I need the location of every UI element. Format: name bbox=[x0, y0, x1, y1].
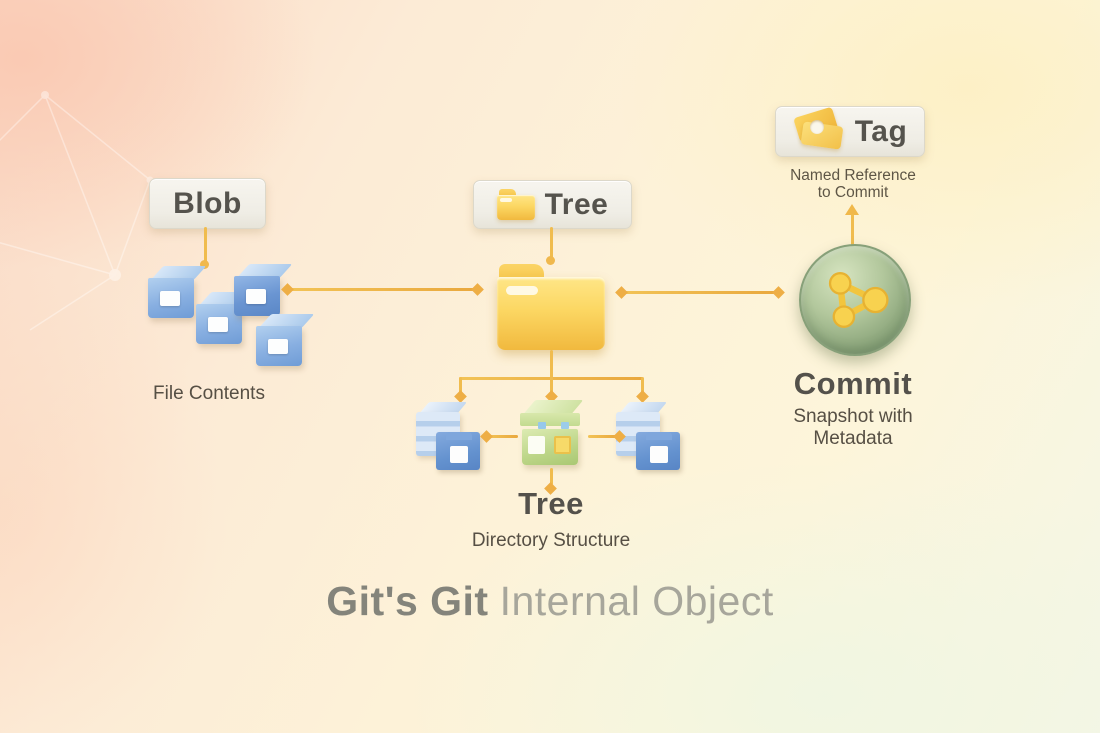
connector-tree-to-commit bbox=[622, 291, 778, 294]
tree-bottom-label: Tree bbox=[518, 486, 584, 521]
folder-icon bbox=[496, 189, 535, 220]
connector-tree-label-to-folder bbox=[550, 227, 553, 258]
tree-label-box: Tree bbox=[473, 180, 632, 229]
connector-child-right bbox=[588, 435, 618, 438]
commit-caption-line1: Snapshot with bbox=[793, 406, 913, 427]
tree-top-label: Tree bbox=[544, 187, 609, 221]
folder-icon bbox=[497, 264, 605, 350]
connector-branch-right bbox=[641, 377, 644, 394]
commit-caption: Snapshot with Metadata bbox=[753, 406, 953, 450]
tag-caption-line1: Named Reference bbox=[790, 167, 916, 184]
title-rest: Internal Object bbox=[499, 578, 774, 624]
arrowhead bbox=[772, 286, 785, 299]
commit-graph-icon bbox=[828, 272, 889, 328]
connector-branch-left bbox=[459, 377, 462, 394]
connector-junction-dot bbox=[200, 260, 209, 269]
tree-caption: Directory Structure bbox=[471, 530, 631, 551]
connector-child-left bbox=[488, 435, 518, 438]
arrowhead bbox=[615, 286, 628, 299]
tag-label-box: Tag bbox=[775, 106, 925, 157]
connector-branch-middle bbox=[550, 377, 553, 394]
file-box-icon bbox=[148, 266, 207, 322]
title-emphasis: Git's Git bbox=[326, 578, 489, 624]
arrowhead bbox=[480, 430, 493, 443]
connector-folder-down bbox=[550, 350, 553, 378]
server-drawer-icon bbox=[416, 402, 482, 472]
arrowhead bbox=[636, 390, 649, 403]
commit-node bbox=[799, 244, 911, 356]
server-drawer-icon bbox=[616, 402, 682, 472]
connector-cube-down bbox=[550, 468, 553, 485]
connector-junction-dot bbox=[546, 256, 555, 265]
arrowhead bbox=[471, 283, 484, 296]
connector-tag-to-commit bbox=[851, 214, 854, 248]
arrowhead-up bbox=[845, 204, 859, 215]
tag-caption: Named Reference to Commit bbox=[753, 167, 953, 201]
file-box-icon bbox=[256, 314, 315, 370]
tag-label: Tag bbox=[854, 114, 908, 148]
package-box-icon bbox=[517, 400, 587, 478]
commit-label: Commit bbox=[793, 366, 913, 401]
blob-caption: File Contents bbox=[153, 383, 265, 404]
file-box-icon bbox=[234, 264, 293, 320]
tag-caption-line2: to Commit bbox=[817, 184, 889, 202]
connector-blob-to-tree bbox=[288, 288, 478, 291]
arrowhead bbox=[454, 390, 467, 403]
blob-label-box: Blob bbox=[149, 178, 266, 229]
connector-blob-label-to-cluster bbox=[204, 227, 207, 262]
blob-label: Blob bbox=[173, 186, 242, 220]
commit-caption-line2: Metadata bbox=[813, 427, 893, 449]
tag-icon bbox=[792, 106, 844, 153]
